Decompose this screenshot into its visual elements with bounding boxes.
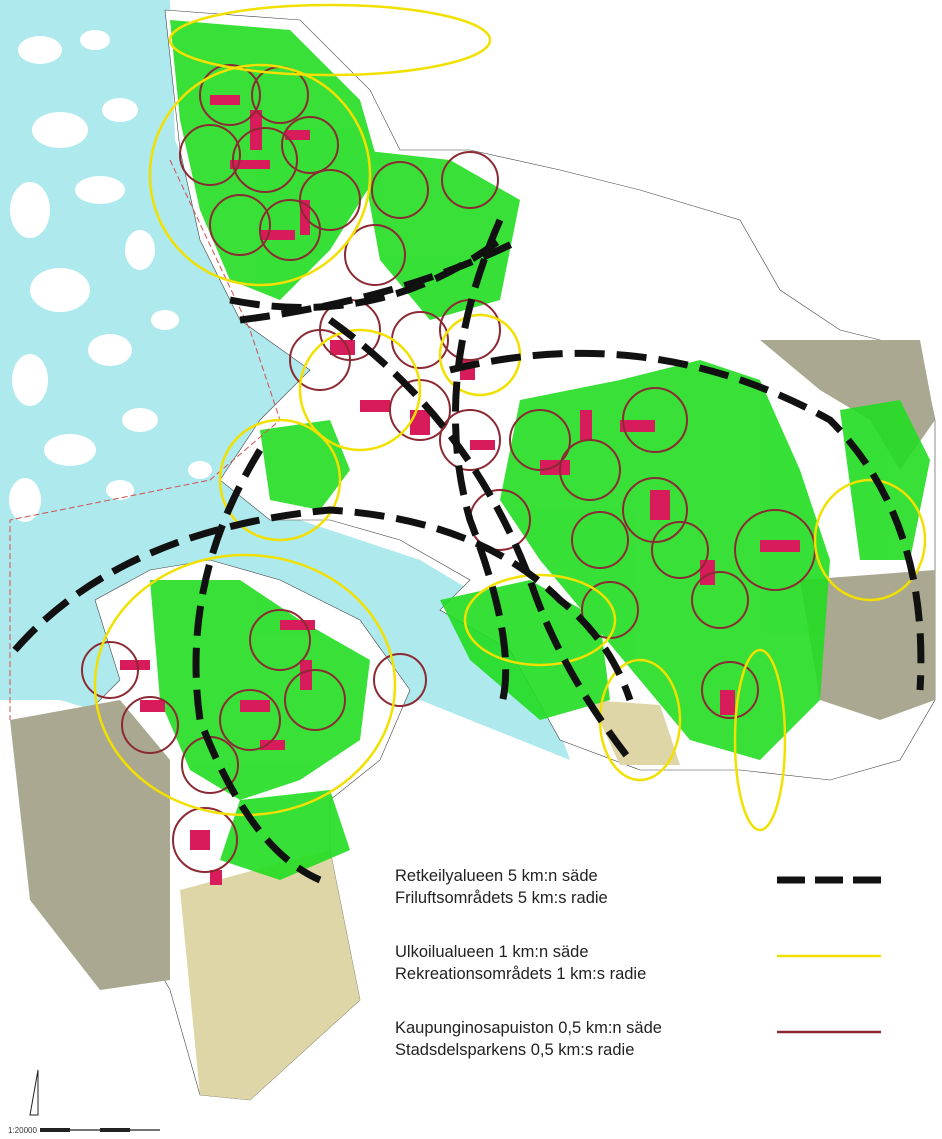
scale-bar-icon: [40, 1128, 160, 1132]
rural-area-southeast: [800, 570, 935, 720]
built-areas: [120, 95, 800, 885]
legend-5km-sv: Friluftsområdets 5 km:s radie: [395, 889, 608, 907]
legend-1km-fi: Ulkoilualueen 1 km:n säde: [395, 943, 589, 961]
legend-05km-fi: Kaupunginosapuiston 0,5 km:n säde: [395, 1019, 662, 1037]
radius-05km-circles: [81, 64, 816, 873]
scale-label: 1:20000: [8, 1126, 37, 1135]
rural-area-southwest: [10, 700, 170, 990]
legend-item-5km: Retkeilyalueen 5 km:n säde Friluftsområd…: [395, 865, 915, 921]
map-legend: Retkeilyalueen 5 km:n säde Friluftsområd…: [395, 865, 915, 1135]
legend-yellow-line: [777, 954, 881, 958]
legend-dashed-black-line: [777, 876, 881, 884]
field-area-south: [180, 850, 360, 1100]
legend-5km-fi: Retkeilyalueen 5 km:n säde: [395, 867, 598, 885]
sea: [0, 0, 570, 760]
legend-item-1km: Ulkoilualueen 1 km:n säde Rekreationsomr…: [395, 941, 915, 997]
legend-brown-line: [777, 1030, 881, 1034]
islands: [9, 30, 212, 522]
field-area-east: [590, 700, 680, 765]
legend-05km-sv: Stadsdelsparkens 0,5 km:s radie: [395, 1041, 635, 1059]
north-arrow-icon: [29, 1069, 39, 1116]
legend-item-05km: Kaupunginosapuiston 0,5 km:n säde Stadsd…: [395, 1017, 915, 1073]
legend-1km-sv: Rekreationsområdets 1 km:s radie: [395, 965, 647, 983]
radius-5km-arcs: [12, 218, 925, 884]
